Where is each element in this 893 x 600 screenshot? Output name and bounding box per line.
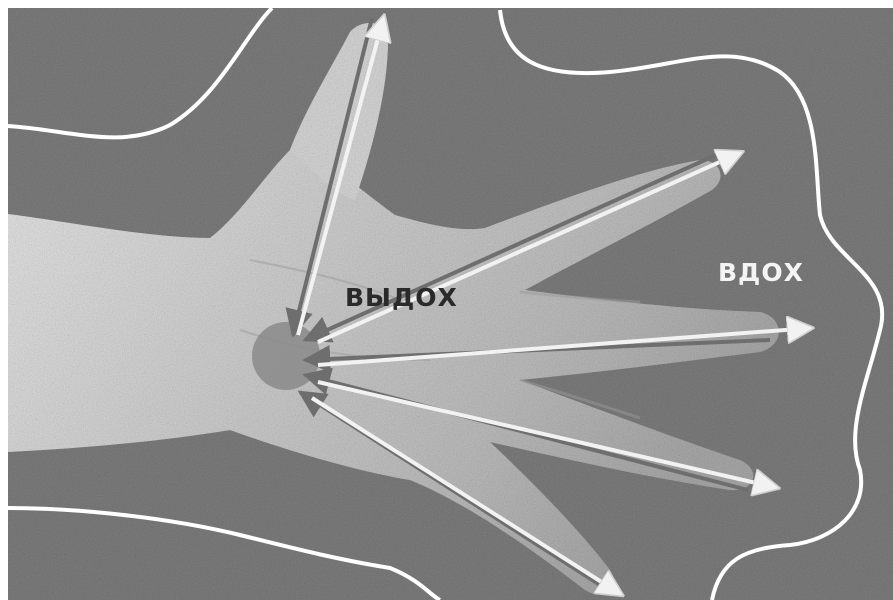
palm-center-dot	[252, 322, 320, 390]
exhale-label: ВЫДОХ	[345, 283, 458, 312]
inhale-label: ВДОХ	[718, 258, 804, 287]
